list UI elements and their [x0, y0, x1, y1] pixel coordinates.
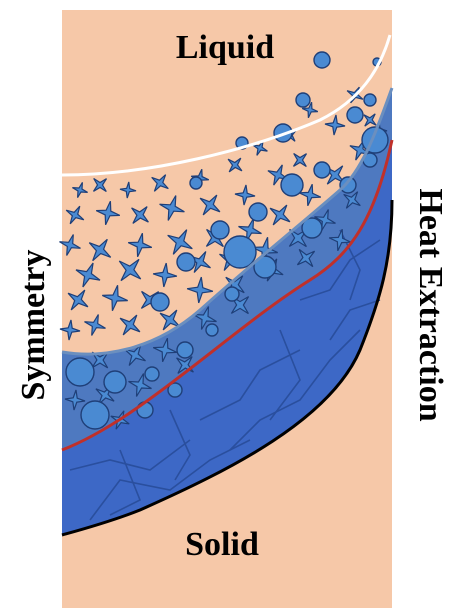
- liquid-label: Liquid: [176, 29, 274, 66]
- equiaxed-grain: [137, 402, 153, 418]
- equiaxed-grain: [314, 162, 330, 178]
- equiaxed-grain: [190, 177, 202, 189]
- equiaxed-grain: [177, 253, 195, 271]
- equiaxed-grain: [151, 293, 169, 311]
- heat-extraction-label: Heat Extraction: [412, 188, 449, 421]
- solid-label: Solid: [185, 526, 259, 563]
- equiaxed-grain: [225, 287, 239, 301]
- equiaxed-grain: [211, 221, 229, 239]
- equiaxed-grain: [81, 401, 109, 429]
- equiaxed-grain: [364, 94, 376, 106]
- equiaxed-grain: [145, 367, 159, 381]
- equiaxed-grain: [296, 93, 310, 107]
- equiaxed-grain: [66, 358, 94, 386]
- equiaxed-grain: [206, 324, 218, 336]
- symmetry-label: Symmetry: [15, 249, 52, 400]
- equiaxed-grain: [281, 174, 303, 196]
- equiaxed-grain: [347, 107, 363, 123]
- equiaxed-grain: [249, 203, 267, 221]
- equiaxed-grain: [104, 371, 126, 393]
- equiaxed-grain: [177, 342, 193, 358]
- equiaxed-grain: [224, 236, 256, 268]
- equiaxed-grain: [314, 52, 330, 68]
